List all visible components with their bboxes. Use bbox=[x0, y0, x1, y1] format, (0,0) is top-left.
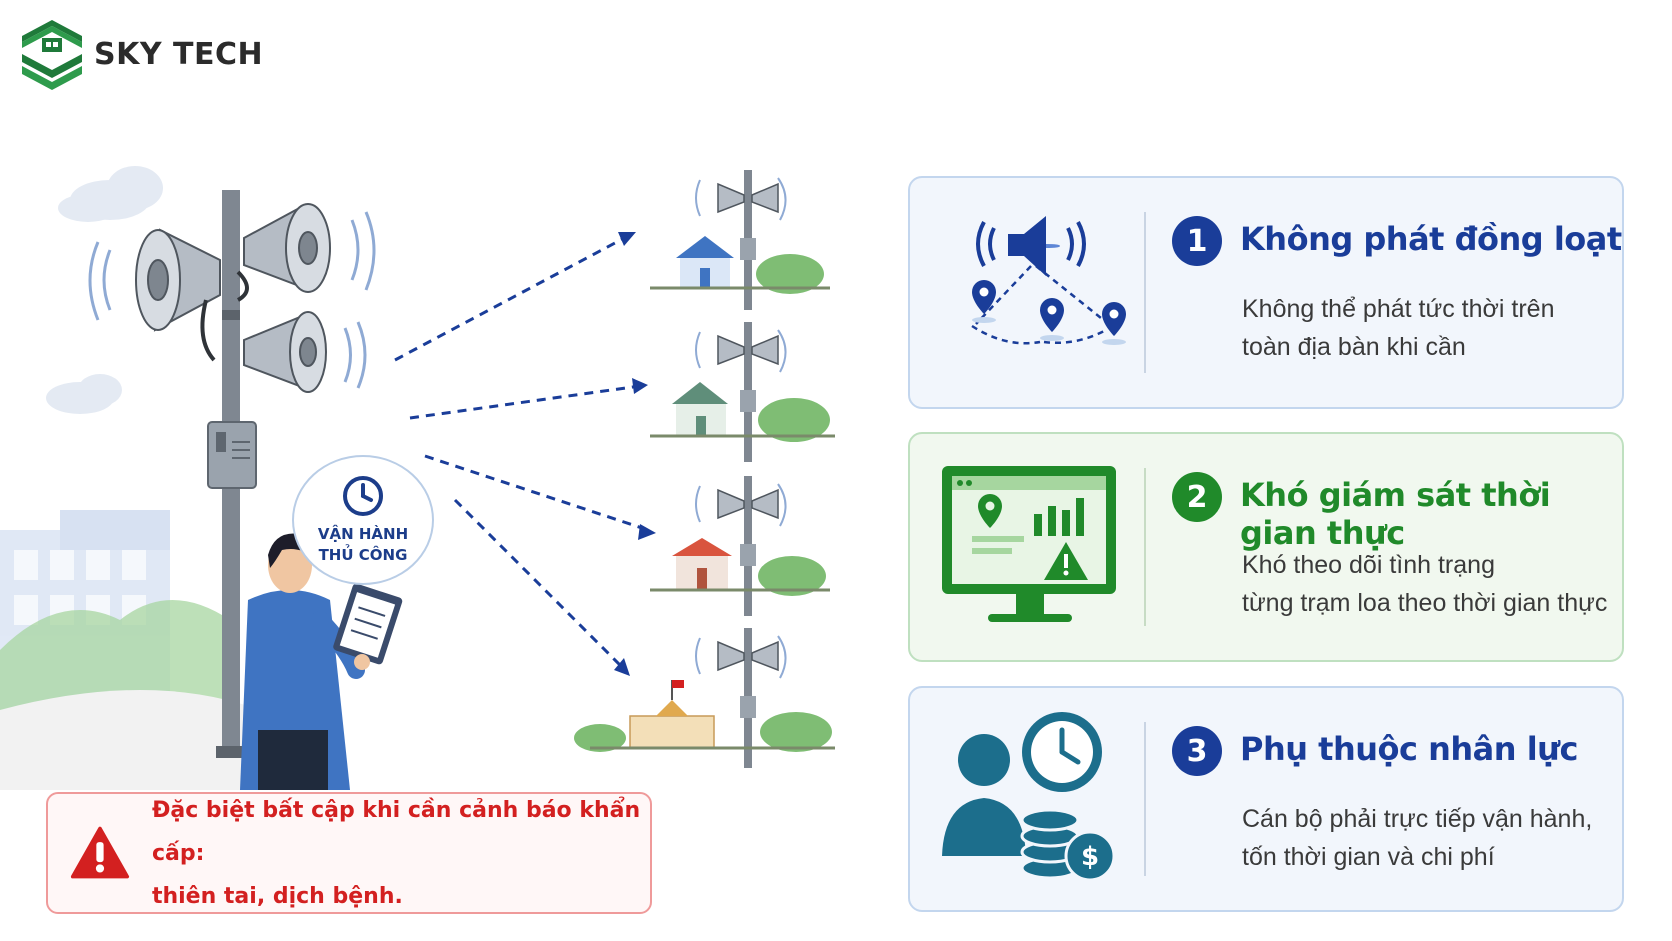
card-number-badge: 1 bbox=[1172, 216, 1222, 266]
card-divider bbox=[1144, 468, 1146, 626]
station-speaker-1 bbox=[650, 170, 830, 310]
cloud-icon bbox=[46, 166, 163, 414]
card-description: Không thể phát tức thời trên toàn địa bà… bbox=[1242, 290, 1555, 366]
manual-operation-bubble: VẬN HÀNH THỦ CÔNG bbox=[292, 455, 434, 585]
svg-text:$: $ bbox=[1081, 842, 1099, 872]
card-description-line-1: Cán bộ phải trực tiếp vận hành, bbox=[1242, 805, 1593, 833]
card-description: Cán bộ phải trực tiếp vận hành, tốn thời… bbox=[1242, 800, 1592, 876]
bubble-line-2: THỦ CÔNG bbox=[318, 546, 408, 564]
horn-speaker-icon bbox=[135, 203, 331, 393]
brand-name: SKY TECH bbox=[94, 36, 264, 72]
sound-wave-icon bbox=[88, 211, 376, 389]
card-description-line-2: tốn thời gian và chi phí bbox=[1242, 843, 1495, 871]
speaker-locations-icon bbox=[971, 216, 1126, 345]
broadcast-arrows bbox=[394, 233, 649, 672]
arrowhead-icon bbox=[614, 232, 656, 676]
brand-logo: SKY TECH bbox=[20, 18, 263, 90]
card-number-badge: 2 bbox=[1172, 472, 1222, 522]
card-description-line-2: toàn địa bàn khi cần bbox=[1242, 333, 1466, 361]
card-description-line-1: Không thể phát tức thời trên bbox=[1242, 295, 1555, 323]
warning-icon bbox=[70, 826, 130, 879]
card-divider bbox=[1144, 212, 1146, 373]
card-description: Khó theo dõi tình trạng từng trạm loa th… bbox=[1242, 546, 1607, 622]
monitor-warning-icon bbox=[942, 466, 1116, 622]
alert-line-2: thiên tai, dịch bệnh. bbox=[151, 883, 403, 909]
problem-card-2: 2 Khó giám sát thời gian thực Khó theo d… bbox=[908, 432, 1624, 662]
problem-card-1: 1 Không phát đồng loạt Không thể phát tứ… bbox=[908, 176, 1624, 409]
person-clock-money-icon: $ bbox=[942, 712, 1116, 882]
bubble-line-1: VẬN HÀNH bbox=[317, 525, 409, 543]
card-title: Phụ thuộc nhân lực bbox=[1240, 730, 1578, 768]
alert-line-1: Đặc biệt bất cập khi cần cảnh báo khẩn c… bbox=[151, 797, 641, 866]
card-title: Khó giám sát thời gian thực bbox=[1240, 476, 1551, 552]
bubble-label: VẬN HÀNH THỦ CÔNG bbox=[318, 524, 408, 566]
card-description-line-2: từng trạm loa theo thời gian thực bbox=[1242, 589, 1608, 617]
control-box-icon bbox=[207, 421, 257, 489]
station-speaker-2 bbox=[650, 322, 835, 462]
sky-tech-logo-icon bbox=[22, 20, 82, 90]
problem-card-3: $ 3 Phụ thuộc nhân lực Cán bộ phải trực … bbox=[908, 686, 1624, 912]
manual-speaker-scene bbox=[0, 166, 835, 790]
clock-icon bbox=[343, 476, 383, 516]
card-divider bbox=[1144, 722, 1146, 876]
station-speaker-4 bbox=[574, 628, 835, 768]
alert-text: Đặc biệt bất cập khi cần cảnh báo khẩn c… bbox=[152, 789, 650, 918]
emergency-alert-box: Đặc biệt bất cập khi cần cảnh báo khẩn c… bbox=[46, 792, 652, 914]
station-speaker-3 bbox=[650, 476, 830, 616]
worker-with-clipboard-icon bbox=[240, 533, 403, 790]
card-title: Không phát đồng loạt bbox=[1240, 220, 1622, 258]
card-number-badge: 3 bbox=[1172, 726, 1222, 776]
card-description-line-1: Khó theo dõi tình trạng bbox=[1242, 551, 1495, 579]
